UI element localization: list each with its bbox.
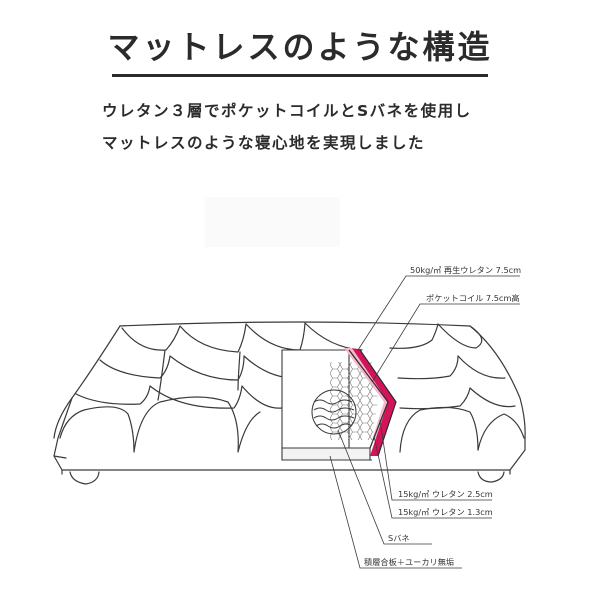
label-urethane-top: 50kg/㎥ 再生ウレタン 7.5cm <box>410 265 521 275</box>
label-s-spring: Sバネ <box>388 533 410 543</box>
sofa-leg-left <box>70 472 99 484</box>
cushion-row-top <box>122 323 482 352</box>
sofa-leg-right <box>478 472 504 482</box>
leader-urethane-mid <box>380 420 492 500</box>
leader-pocket-coil <box>372 304 520 382</box>
leader-urethane-top <box>358 276 520 350</box>
cutaway-base-layer <box>282 448 370 460</box>
label-urethane-low: 15kg/㎥ ウレタン 1.3cm <box>398 507 493 517</box>
label-pocket-coil: ポケットコイル 7.5cm高 <box>426 293 520 303</box>
leader-urethane-low <box>374 436 492 518</box>
cushion-front-face <box>60 397 260 452</box>
label-base: 積層合板＋ユーカリ無垢 <box>364 557 454 567</box>
label-urethane-mid: 15kg/㎥ ウレタン 2.5cm <box>398 489 493 499</box>
